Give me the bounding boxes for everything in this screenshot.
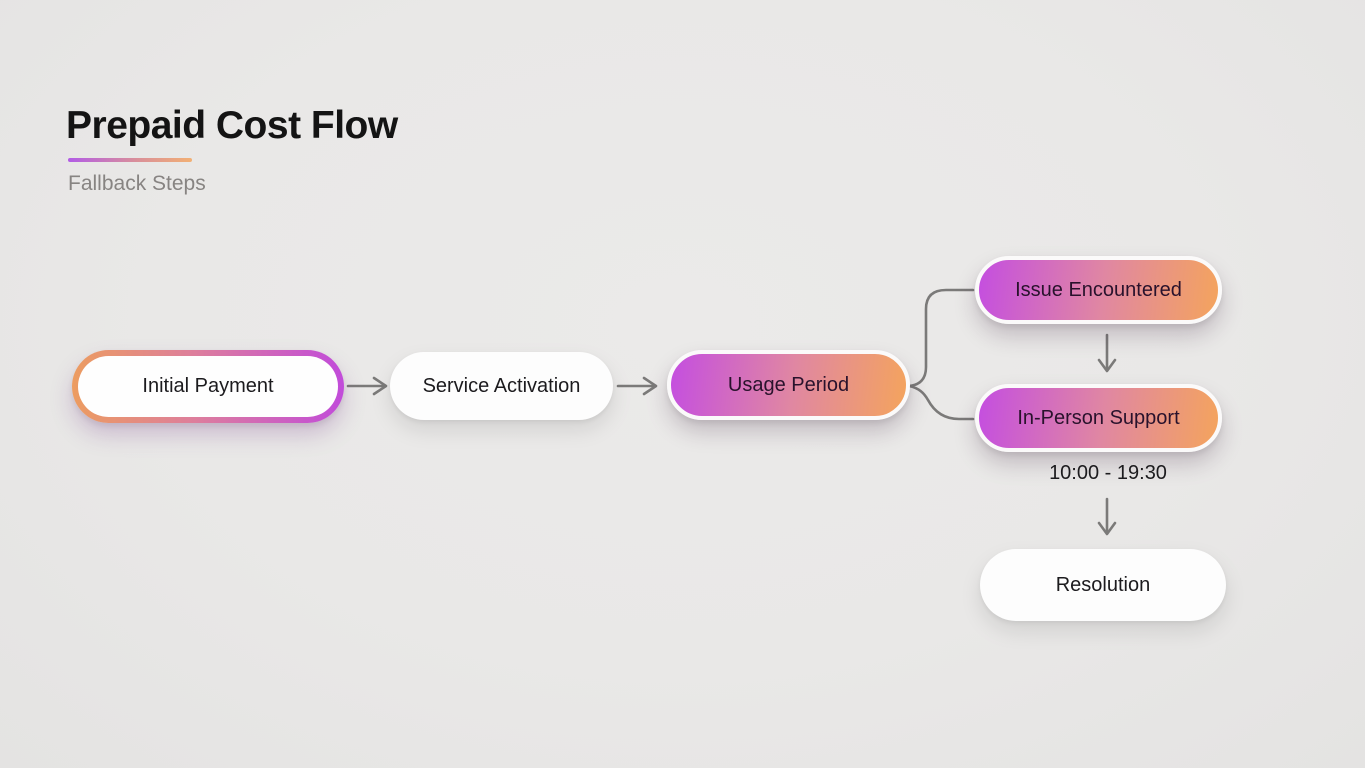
node-resolution-label: Resolution [1055, 573, 1151, 596]
node-initial-payment-label: Initial Payment [78, 356, 338, 417]
edge-service-to-usage [616, 376, 658, 396]
node-usage-period-label: Usage Period [727, 373, 850, 396]
edge-support-to-resolution [1097, 497, 1117, 536]
edge-initial-to-service [346, 376, 388, 396]
support-hours-label: 10:00 - 19:30 [1049, 462, 1167, 484]
node-issue-encountered-label: Issue Encountered [1015, 278, 1182, 301]
title-underline-gradient [68, 158, 192, 162]
node-service-activation-label: Service Activation [422, 374, 581, 397]
page-title: Prepaid Cost Flow [66, 104, 398, 147]
edge-usage-to-support [907, 384, 975, 421]
node-in-person-support-label: In-Person Support [1017, 406, 1180, 429]
edge-usage-to-issue [907, 288, 975, 388]
node-service-activation: Service Activation [390, 352, 613, 420]
node-resolution: Resolution [980, 549, 1226, 621]
node-issue-encountered: Issue Encountered [975, 256, 1222, 324]
node-usage-period: Usage Period [667, 350, 910, 420]
node-initial-payment: Initial Payment [72, 350, 344, 423]
node-in-person-support: In-Person Support [975, 384, 1222, 452]
page-subtitle: Fallback Steps [68, 172, 206, 195]
edge-issue-to-support [1097, 333, 1117, 373]
